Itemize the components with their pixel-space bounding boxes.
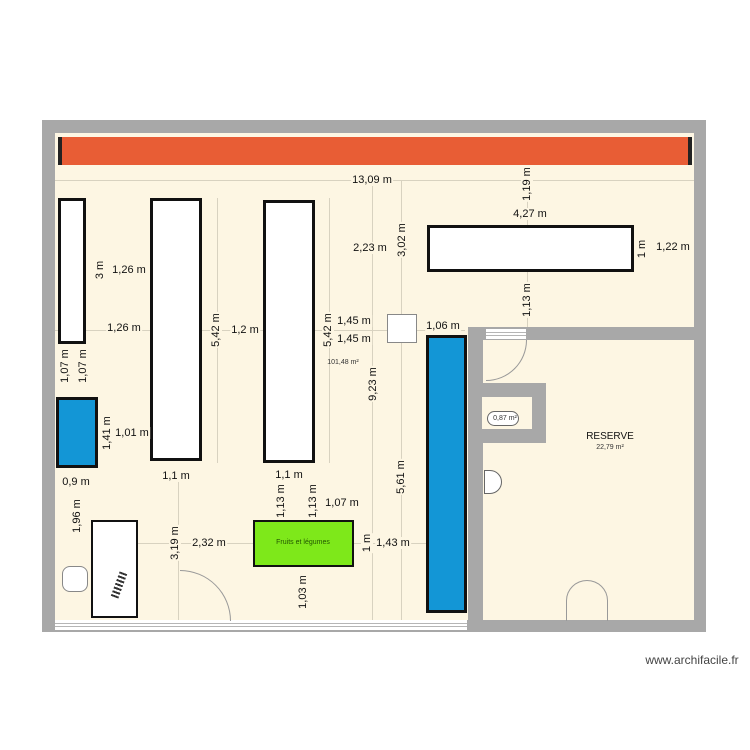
dim-label: 1,22 m — [655, 241, 691, 253]
fruits-label: Fruits et légumes — [276, 539, 330, 546]
dim-label: 0,9 m — [61, 476, 91, 488]
dim-label: 1,26 m — [106, 322, 142, 334]
reserve-name: RESERVE — [585, 431, 635, 443]
dimension-line — [55, 330, 465, 331]
dim-label: 1 m — [361, 532, 373, 554]
dim-label: 4,27 m — [512, 208, 548, 220]
dim-label: 1,01 m — [114, 427, 150, 439]
cash-desk[interactable] — [91, 520, 138, 618]
small-box[interactable] — [387, 314, 417, 343]
dim-label: 3,02 m — [396, 222, 408, 258]
dim-label: 1,43 m — [375, 537, 411, 549]
reserve-area: 22,79 m² — [596, 444, 624, 451]
dim-label: 1,96 m — [71, 498, 83, 534]
reserve-door-frame — [486, 329, 526, 339]
dim-label: 1,13 m — [275, 483, 287, 519]
orange-counter — [58, 137, 692, 165]
dimension-line — [401, 180, 402, 620]
chair-icon — [62, 566, 88, 592]
blue-fixture-left[interactable] — [56, 397, 98, 468]
dim-label: 1,41 m — [101, 415, 113, 451]
shelf-aisle-1[interactable] — [150, 198, 202, 461]
dim-label: 1,13 m — [521, 282, 533, 318]
dim-label: 1,2 m — [230, 324, 260, 336]
watermark: www.archifacile.fr — [645, 653, 739, 667]
shelf-aisle-2[interactable] — [263, 200, 315, 463]
window — [55, 620, 467, 630]
reserve-wall-left — [468, 327, 483, 632]
shelf-top[interactable] — [427, 225, 634, 272]
dim-label: 3 m — [94, 259, 106, 281]
dim-label: 1,07 m — [324, 497, 360, 509]
dim-label: 2,23 m — [352, 242, 388, 254]
dim-label: 3,19 m — [169, 525, 181, 561]
fruits-vegetables-stand[interactable] — [253, 520, 354, 567]
dim-label: 13,09 m — [351, 174, 393, 186]
dim-label: 1,19 m — [521, 166, 533, 202]
dim-label: 1,07 m — [77, 348, 89, 384]
dim-label: 1 m — [636, 238, 648, 260]
dim-label: 1,26 m — [111, 264, 147, 276]
dim-label: 1,13 m — [307, 483, 319, 519]
wc-area: 0,87 m² — [493, 415, 517, 422]
shelf-left-small[interactable] — [58, 198, 86, 344]
dim-label: 5,42 m — [322, 312, 334, 348]
dim-label: 1,45 m — [336, 315, 372, 327]
dim-label: 2,32 m — [191, 537, 227, 549]
dim-label: 1,1 m — [161, 470, 191, 482]
dim-label: 1,45 m — [336, 333, 372, 345]
dim-label: 5,61 m — [395, 459, 407, 495]
dim-label: 1,06 m — [425, 320, 461, 332]
main-area: 101,48 m² — [327, 359, 359, 366]
dim-label: 1,03 m — [297, 574, 309, 610]
dim-label: 1,1 m — [274, 469, 304, 481]
reserve-back-door[interactable] — [566, 580, 608, 621]
toilet-icon — [487, 411, 519, 426]
blue-fixture-long[interactable] — [426, 335, 467, 613]
dim-label: 5,42 m — [210, 312, 222, 348]
dim-label: 1,07 m — [59, 348, 71, 384]
dim-label: 9,23 m — [367, 366, 379, 402]
sink-icon — [484, 470, 502, 494]
